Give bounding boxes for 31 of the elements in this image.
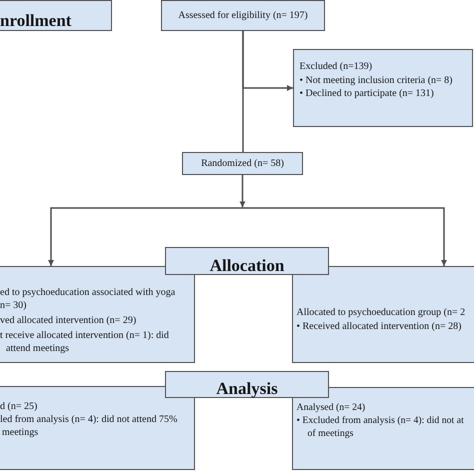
connector-arrow [242, 31, 293, 91]
box-text: ed to psychoeducation associated with yoga n= 30) [0, 286, 176, 312]
box-text: • Excluded from analysis (n= 4): did not at of meetings [296, 414, 465, 440]
connector-arrow [48, 207, 242, 266]
box-text: Randomized (n= 58) [201, 157, 284, 170]
process-box [161, 0, 325, 31]
stage-title: Allocation [210, 257, 284, 274]
box-text: • Declined to participate (n= 131) [300, 87, 434, 100]
group-box [0, 266, 195, 363]
stage-header [165, 247, 329, 275]
box-text: ved allocated intervention (n= 29) [0, 314, 136, 327]
group-box [0, 386, 195, 470]
box-text: Assessed for eligibility (n= 197) [178, 9, 308, 22]
connector-arrow [242, 207, 447, 266]
box-text: • Not meeting inclusion criteria (n= 8) [300, 74, 452, 86]
stage-title: Analysis [216, 380, 278, 397]
box-text: • Received allocated intervention (n= 28) [296, 320, 462, 333]
stage-header [0, 0, 112, 31]
group-box [292, 266, 474, 363]
connector-arrow [240, 175, 246, 208]
stage-title: nrollment [0, 12, 72, 29]
group-box [292, 387, 474, 470]
box-text: led from analysis (n= 4): did not attend 75% meetings [0, 413, 178, 439]
exclusion-box [293, 49, 473, 127]
box-text: Excluded (n=139) [300, 60, 372, 73]
box-text: Analysed (n= 24) [296, 401, 366, 414]
box-text: t receive allocated intervention (n= 1): did attend meetings [0, 329, 170, 355]
box-text: d (n= 25) [0, 400, 38, 413]
process-box [182, 152, 303, 175]
box-text: Allocated to psychoeducation group (n= 2 [296, 306, 466, 319]
stage-header [165, 371, 329, 398]
